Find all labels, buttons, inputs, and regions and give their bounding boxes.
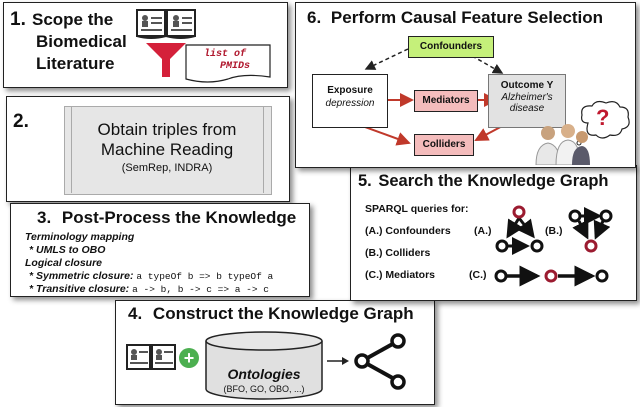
step-number: 3.: [37, 208, 52, 227]
list-item-code: a typeOf b => b typeOf a: [136, 271, 274, 282]
list-item-label: * Transitive closure:: [29, 283, 130, 295]
node-outcome-subtitle: disease: [509, 103, 545, 114]
node-outcome: Outcome Y Alzheimer's disease: [488, 74, 566, 128]
panel-title: 5. Search the Knowledge Graph: [358, 172, 609, 191]
mediator-pattern: [494, 265, 609, 287]
database-title: Ontologies: [227, 366, 301, 382]
panel-title-line: Scope the: [32, 10, 114, 29]
confounder-pattern: [495, 205, 544, 255]
node-outcome-subtitle: Alzheimer's: [501, 92, 553, 103]
pmid-note-text: PMIDs: [220, 61, 251, 72]
query-pattern-graphs: [494, 205, 613, 287]
node-confounders: Confounders: [408, 36, 494, 58]
panel-title-line: Machine Reading: [100, 140, 234, 159]
step-number: 5.: [358, 172, 372, 190]
database-icon: [205, 331, 323, 400]
plus-icon: +: [179, 348, 199, 368]
thought-bubble-icon: [576, 100, 630, 146]
list-item-code: a -> b, b -> c => a -> c: [132, 284, 269, 295]
panel-construct-kg: 4. Construct the Knowledge Graph + Ontol…: [115, 300, 435, 405]
step-number: 2.: [13, 111, 29, 132]
list-item-label: * Symmetric closure:: [29, 270, 134, 282]
panel-subtitle: (SemRep, INDRA): [121, 162, 213, 174]
open-book-icon: [136, 9, 196, 39]
section-heading: Terminology mapping: [25, 231, 135, 243]
reading-box-edge: [71, 106, 72, 193]
panel-title-text: Post-Process the Knowledge: [61, 208, 297, 227]
reading-box-text: Obtain triples from Machine Reading (Sem…: [64, 120, 270, 176]
panel-title-text: Perform Causal Feature Selection: [330, 8, 604, 27]
reading-box-edge: [263, 106, 264, 193]
node-mediators: Mediators: [414, 90, 478, 112]
question-mark: ?: [596, 105, 610, 130]
step-number: 6.: [307, 8, 322, 27]
collider-pattern: [568, 207, 613, 253]
query-item-mediators: (C.) Mediators: [365, 269, 436, 281]
list-item: * UMLS to OBO: [29, 244, 106, 256]
node-exposure-subtitle: depression: [325, 98, 375, 109]
database-subtitle: (BFO, GO, OBO, ...): [223, 384, 305, 394]
pattern-tag-a: (A.): [474, 225, 492, 237]
panel-title-line: Obtain triples from: [97, 120, 237, 139]
sparql-intro: SPARQL queries for:: [365, 203, 469, 215]
panel-post-process: 3. Post-Process the Knowledge Terminolog…: [10, 203, 310, 297]
panel-title: 4. Construct the Knowledge Graph: [128, 304, 414, 324]
list-item: * Symmetric closure: a typeOf b => b typ…: [29, 270, 273, 282]
funnel-icon: [146, 43, 186, 77]
open-book-icon: [126, 344, 176, 370]
panel-title-line: Biomedical: [36, 32, 127, 51]
panel-title: 6. Perform Causal Feature Selection: [307, 8, 603, 28]
node-colliders: Colliders: [414, 134, 474, 156]
pattern-tag-b: (B.): [545, 225, 563, 237]
node-exposure-title: Exposure: [327, 85, 373, 96]
step-number: 1.: [10, 9, 26, 30]
query-item-confounders: (A.) Confounders: [365, 225, 451, 237]
panel-causal-feature-selection: 6. Perform Causal Feature Selection Conf…: [295, 2, 636, 168]
section-heading: Logical closure: [25, 257, 103, 269]
panel-machine-reading: 2. Obtain triples from Machine Reading (…: [6, 96, 290, 202]
node-outcome-title: Outcome Y: [500, 80, 554, 91]
panel-title-text: Construct the Knowledge Graph: [152, 304, 414, 323]
pmid-note-icon: [185, 44, 271, 83]
pattern-tag-c: (C.): [469, 269, 487, 281]
list-item: * Transitive closure: a -> b, b -> c => …: [29, 283, 269, 295]
panel-scope-literature: 1. Scope the Biomedical Literature list …: [3, 2, 288, 88]
node-exposure: Exposure depression: [312, 74, 388, 128]
people-icon: [535, 124, 590, 165]
pmid-note-text: list of: [204, 49, 247, 60]
panel-title: 3. Post-Process the Knowledge: [37, 208, 296, 228]
step-number: 4.: [128, 304, 143, 323]
graph-icon: [354, 333, 406, 390]
query-item-colliders: (B.) Colliders: [365, 247, 431, 259]
plus-sign: +: [183, 348, 195, 368]
arrow-to-graph-icon: [327, 357, 349, 365]
panel-search-kg: 5. Search the Knowledge Graph SPARQL que…: [350, 165, 637, 301]
panel-title-text: Search the Knowledge Graph: [378, 172, 609, 190]
reading-box: [64, 106, 272, 195]
panel-title-line: Literature: [36, 54, 115, 73]
